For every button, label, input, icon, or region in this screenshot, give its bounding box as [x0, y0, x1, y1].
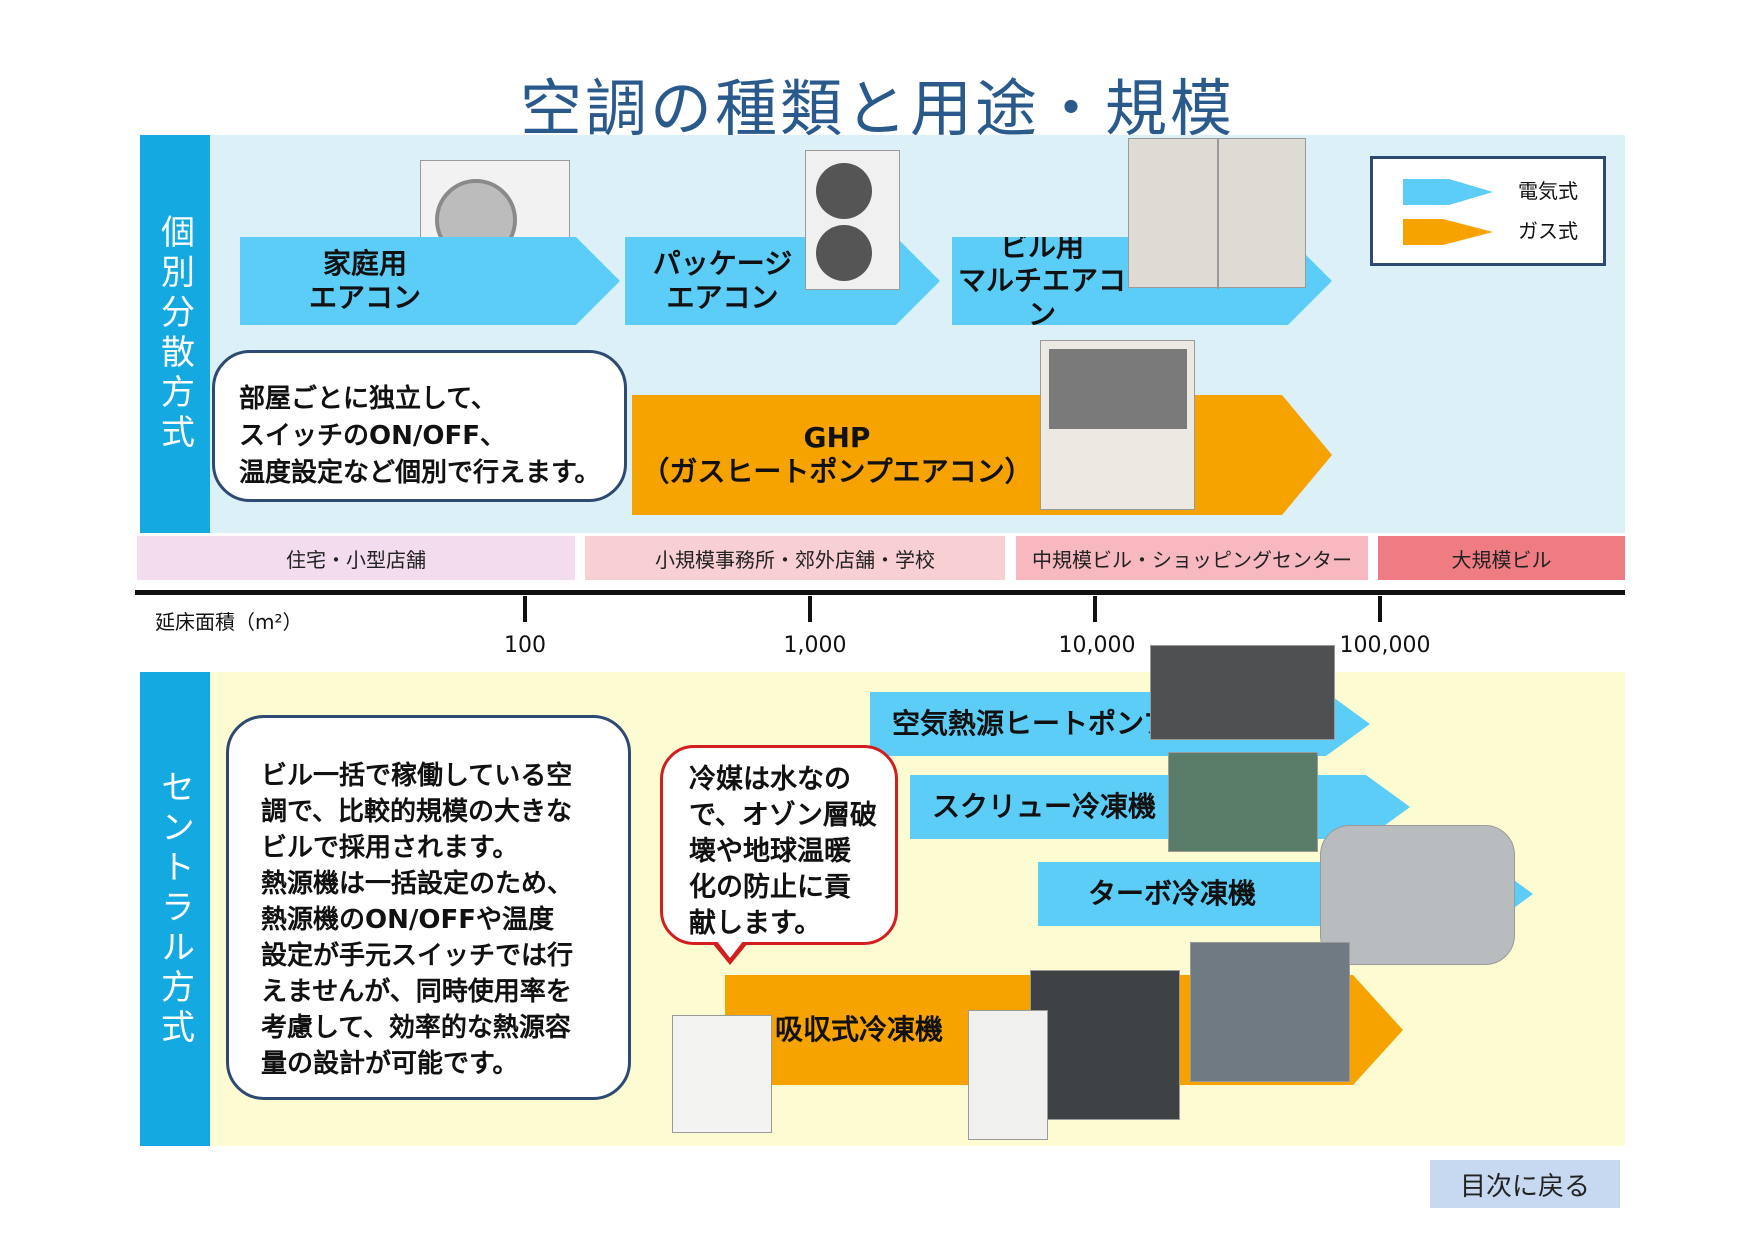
back-to-toc-button[interactable]: 目次に戻る: [1430, 1160, 1620, 1208]
axis-tick: [1378, 596, 1382, 622]
central-label: セントラル方式: [140, 672, 210, 1146]
individual-callout: 部屋ごとに独立して、 スイッチのON/OFF、 温度設定など個別で行えます。: [212, 350, 627, 502]
screw-chiller-image: [1168, 752, 1318, 852]
axis-tick-label: 1,000: [783, 633, 847, 658]
scale-band-small-office: 小規模事務所・郊外店舗・学校: [585, 536, 1005, 580]
legend: 電気式 ガス式: [1370, 156, 1606, 266]
turbo-chiller-label: ターボ冷凍機: [1088, 877, 1257, 910]
ghp-unit-image: [1040, 340, 1195, 510]
home-ac-label: 家庭用 エアコン: [308, 247, 421, 314]
legend-electric-swatch: [1403, 179, 1493, 205]
legend-electric-label: 電気式: [1518, 179, 1578, 203]
screw-chiller-arrow: スクリュー冷凍機: [910, 775, 1410, 839]
axis-tick-label: 100: [504, 633, 546, 658]
axis-tick-label: 100,000: [1339, 633, 1431, 658]
axis-tick: [523, 596, 527, 622]
package-ac-unit-overlay: [805, 150, 900, 290]
water-refrigerant-note: 冷媒は水なの で、オゾン層破 壊や地球温暖 化の防止に貢 献します。: [660, 745, 898, 945]
home-ac-arrow: 家庭用 エアコン: [240, 237, 620, 325]
page-title: 空調の種類と用途・規模: [519, 72, 1235, 145]
building-multi-label: ビル用 マルチエアコン: [957, 230, 1126, 331]
individual-label: 個別分散方式: [140, 135, 210, 533]
turbo-chiller-image: [1320, 825, 1515, 965]
note-pointer-fill: [716, 940, 744, 958]
scale-band-residential: 住宅・小型店舗: [137, 536, 575, 580]
axis-tick: [808, 596, 812, 622]
absorption-large-image: [1190, 942, 1350, 1082]
air-heat-pump-label: 空気熱源ヒートポンプ: [892, 707, 1172, 740]
package-ac-label: パッケージ エアコン: [652, 247, 793, 314]
absorption-chiller-label: 吸収式冷凍機: [775, 1013, 944, 1046]
absorption-medium-image: [968, 1010, 1048, 1140]
area-axis-line: [135, 590, 1625, 595]
legend-gas-label: ガス式: [1518, 219, 1578, 243]
ghp-arrow: GHP （ガスヒートポンプエアコン）: [632, 395, 1332, 515]
screw-chiller-label: スクリュー冷凍機: [932, 790, 1157, 823]
cooling-tower-image: [1030, 970, 1180, 1120]
legend-gas-swatch: [1403, 219, 1493, 245]
central-callout: ビル一括で稼働している空 調で、比較的規模の大きな ビルで採用されます。 熱源機…: [226, 715, 631, 1100]
absorption-small-image: [672, 1015, 772, 1133]
scale-band-large-building: 大規模ビル: [1378, 536, 1625, 580]
axis-tick: [1093, 596, 1097, 622]
building-multi-unit-overlay: [1128, 138, 1306, 289]
axis-label: 延床面積（m²）: [155, 610, 303, 634]
scale-band-mid-building: 中規模ビル・ショッピングセンター: [1016, 536, 1368, 580]
air-heat-pump-unit-image: [1150, 645, 1335, 740]
ghp-label: GHP （ガスヒートポンプエアコン）: [641, 421, 1033, 488]
axis-tick-label: 10,000: [1058, 633, 1136, 658]
